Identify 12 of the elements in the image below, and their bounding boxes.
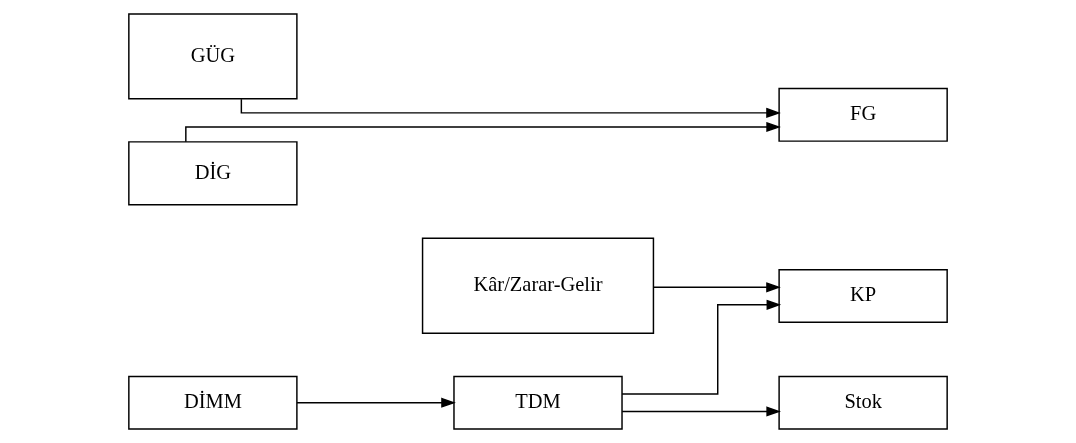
node-box: Kâr/Zarar-Gelir: [421, 237, 655, 335]
node-box: GÜG: [128, 13, 298, 100]
node-box: Stok: [778, 375, 948, 430]
arrow: [652, 282, 781, 293]
arrow: [621, 299, 782, 395]
node-box: DİMM: [128, 375, 298, 430]
node-box: KP: [778, 269, 948, 324]
node-box: DİG: [128, 141, 298, 206]
node-box: TDM: [453, 375, 623, 430]
arrow: [296, 397, 456, 408]
node-box: FG: [778, 87, 948, 142]
arrow: [621, 406, 781, 417]
